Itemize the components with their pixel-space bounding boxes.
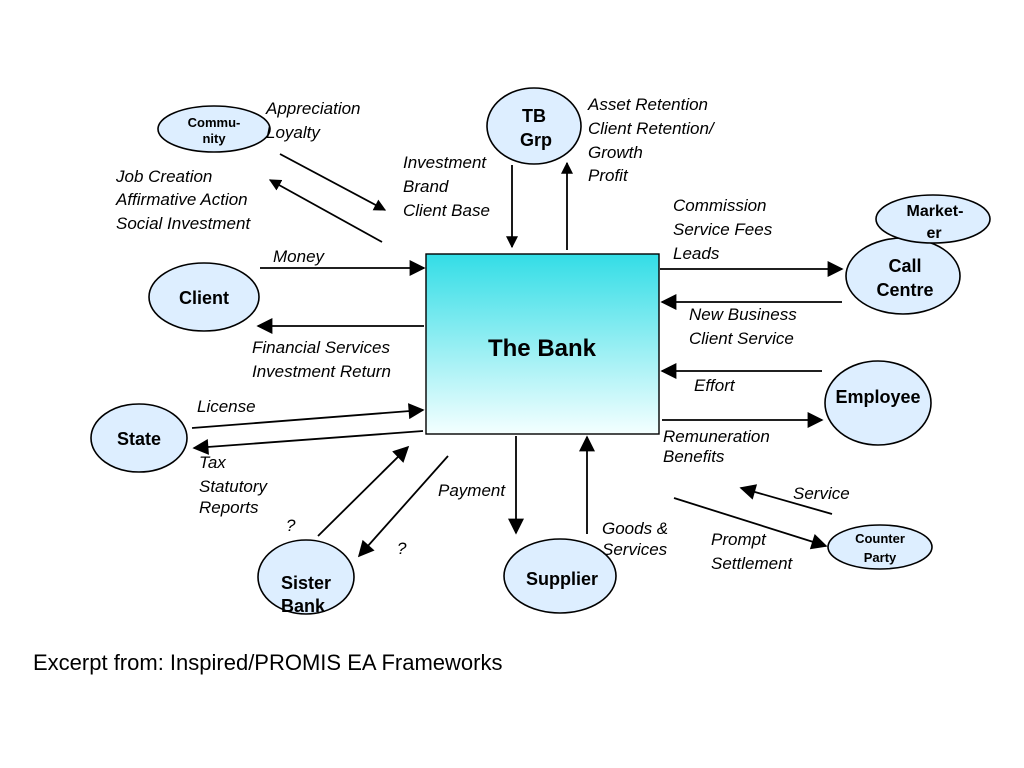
the-bank-label: The Bank: [488, 335, 597, 362]
svg-text:Employee: Employee: [835, 387, 920, 407]
flow-labels: Appreciation Loyalty Job Creation Affirm…: [115, 95, 850, 573]
svg-text:Centre: Centre: [876, 280, 933, 300]
label-supplier-to-bank: Goods & Services: [602, 519, 673, 559]
flow-arrows: [191, 153, 844, 558]
call-centre-node: Call Centre: [845, 237, 961, 315]
arrow-bank-to-community: [268, 179, 383, 243]
svg-text:TB: TB: [522, 106, 546, 126]
label-bank-to-employee: Remuneration Benefits: [663, 427, 775, 466]
counter-party-node: Counter Party: [827, 524, 933, 570]
the-bank-box: [425, 253, 660, 435]
svg-text:Sister: Sister: [281, 573, 331, 593]
label-employee-to-bank: Effort: [694, 376, 736, 395]
label-sister-question-2: ?: [397, 539, 407, 558]
arrow-state-to-bank: [191, 403, 425, 429]
svg-text:nity: nity: [202, 131, 226, 146]
supplier-node: Supplier: [503, 538, 617, 614]
source-caption: Excerpt from: Inspired/PROMIS EA Framewo…: [33, 650, 503, 675]
svg-text:Party: Party: [864, 550, 897, 565]
state-node: State: [90, 403, 188, 473]
label-bank-to-counterparty: Prompt Settlement: [711, 530, 794, 573]
arrow-bank-to-state: [192, 430, 424, 455]
client-node: Client: [148, 262, 260, 332]
arrow-bank-to-sister: [357, 455, 449, 558]
label-bank-to-supplier: Payment: [438, 481, 506, 500]
svg-text:Client: Client: [179, 288, 229, 308]
label-bank-to-community: Job Creation Affirmative Action Social I…: [115, 167, 252, 233]
label-client-to-bank: Money: [273, 247, 326, 266]
marketer-node: Market- er: [875, 194, 991, 244]
svg-text:Counter: Counter: [855, 531, 905, 546]
label-bank-to-state: Tax Statutory Reports: [199, 453, 272, 517]
label-bank-to-tb: Asset Retention Client Retention/ Growth…: [587, 95, 718, 185]
arrow-bank-to-counterparty: [673, 497, 828, 550]
svg-text:Bank: Bank: [281, 596, 326, 616]
sister-bank-node: Sister Bank: [257, 539, 355, 616]
svg-text:Market-: Market-: [907, 203, 964, 220]
label-callcentre-to-bank: New Business Client Service: [689, 305, 801, 348]
community-node: Commu- nity: [157, 105, 271, 153]
svg-text:State: State: [117, 429, 161, 449]
svg-text:Grp: Grp: [520, 130, 552, 150]
label-community-to-bank: Appreciation Loyalty: [265, 99, 365, 142]
label-sister-question-1: ?: [286, 516, 296, 535]
svg-text:Supplier: Supplier: [526, 569, 598, 589]
label-tb-to-bank: Investment Brand Client Base: [403, 153, 491, 220]
label-bank-to-client: Financial Services Investment Return: [252, 338, 395, 381]
label-state-to-bank: License: [197, 397, 256, 416]
tb-grp-node: TB Grp: [486, 87, 582, 165]
label-bank-to-callcentre: Commission Service Fees Leads: [673, 196, 777, 263]
arrow-community-to-bank: [279, 153, 387, 211]
label-counterparty-to-bank: Service: [793, 484, 850, 503]
svg-text:Call: Call: [888, 256, 921, 276]
the-bank-node: The Bank: [425, 253, 660, 435]
arrow-counterparty-to-bank: [739, 484, 833, 515]
svg-text:er: er: [926, 225, 941, 242]
svg-text:Commu-: Commu-: [188, 115, 241, 130]
arrow-sister-to-bank: [317, 445, 410, 537]
employee-node: Employee: [824, 360, 932, 446]
